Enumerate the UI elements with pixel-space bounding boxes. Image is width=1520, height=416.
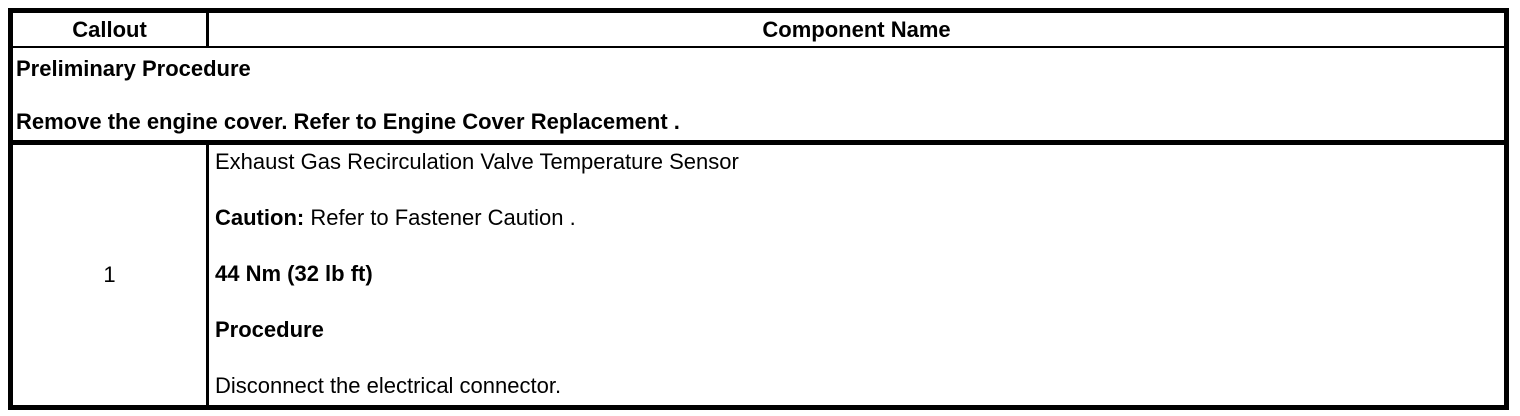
- header-callout-cell: Callout: [13, 13, 209, 46]
- preliminary-procedure-instruction: Remove the engine cover. Refer to Engine…: [16, 109, 680, 134]
- header-component-cell: Component Name: [209, 13, 1504, 46]
- component-name-text: Exhaust Gas Recirculation Valve Temperat…: [215, 149, 739, 174]
- callout-cell: 1: [13, 145, 209, 405]
- caution-text: Refer to Fastener Caution .: [310, 205, 576, 230]
- component-cell: Exhaust Gas Recirculation Valve Temperat…: [209, 145, 1504, 405]
- table-header-row: Callout Component Name: [13, 13, 1504, 48]
- caution-note: Caution:Refer to Fastener Caution .: [215, 204, 1494, 232]
- callout-number: 1: [103, 262, 116, 287]
- caution-label: Caution:: [215, 205, 305, 230]
- preliminary-procedure-row: Preliminary Procedure Remove the engine …: [13, 48, 1504, 145]
- procedure-label: Procedure: [215, 317, 324, 342]
- component-table: Callout Component Name Preliminary Proce…: [8, 8, 1509, 410]
- preliminary-procedure-title: Preliminary Procedure: [16, 56, 251, 81]
- torque-spec: 44 Nm (32 lb ft): [215, 261, 373, 286]
- table-row: 1 Exhaust Gas Recirculation Valve Temper…: [13, 145, 1504, 405]
- procedure-instruction: Disconnect the electrical connector.: [215, 373, 562, 398]
- header-component-label: Component Name: [762, 16, 951, 42]
- header-callout-label: Callout: [72, 16, 147, 42]
